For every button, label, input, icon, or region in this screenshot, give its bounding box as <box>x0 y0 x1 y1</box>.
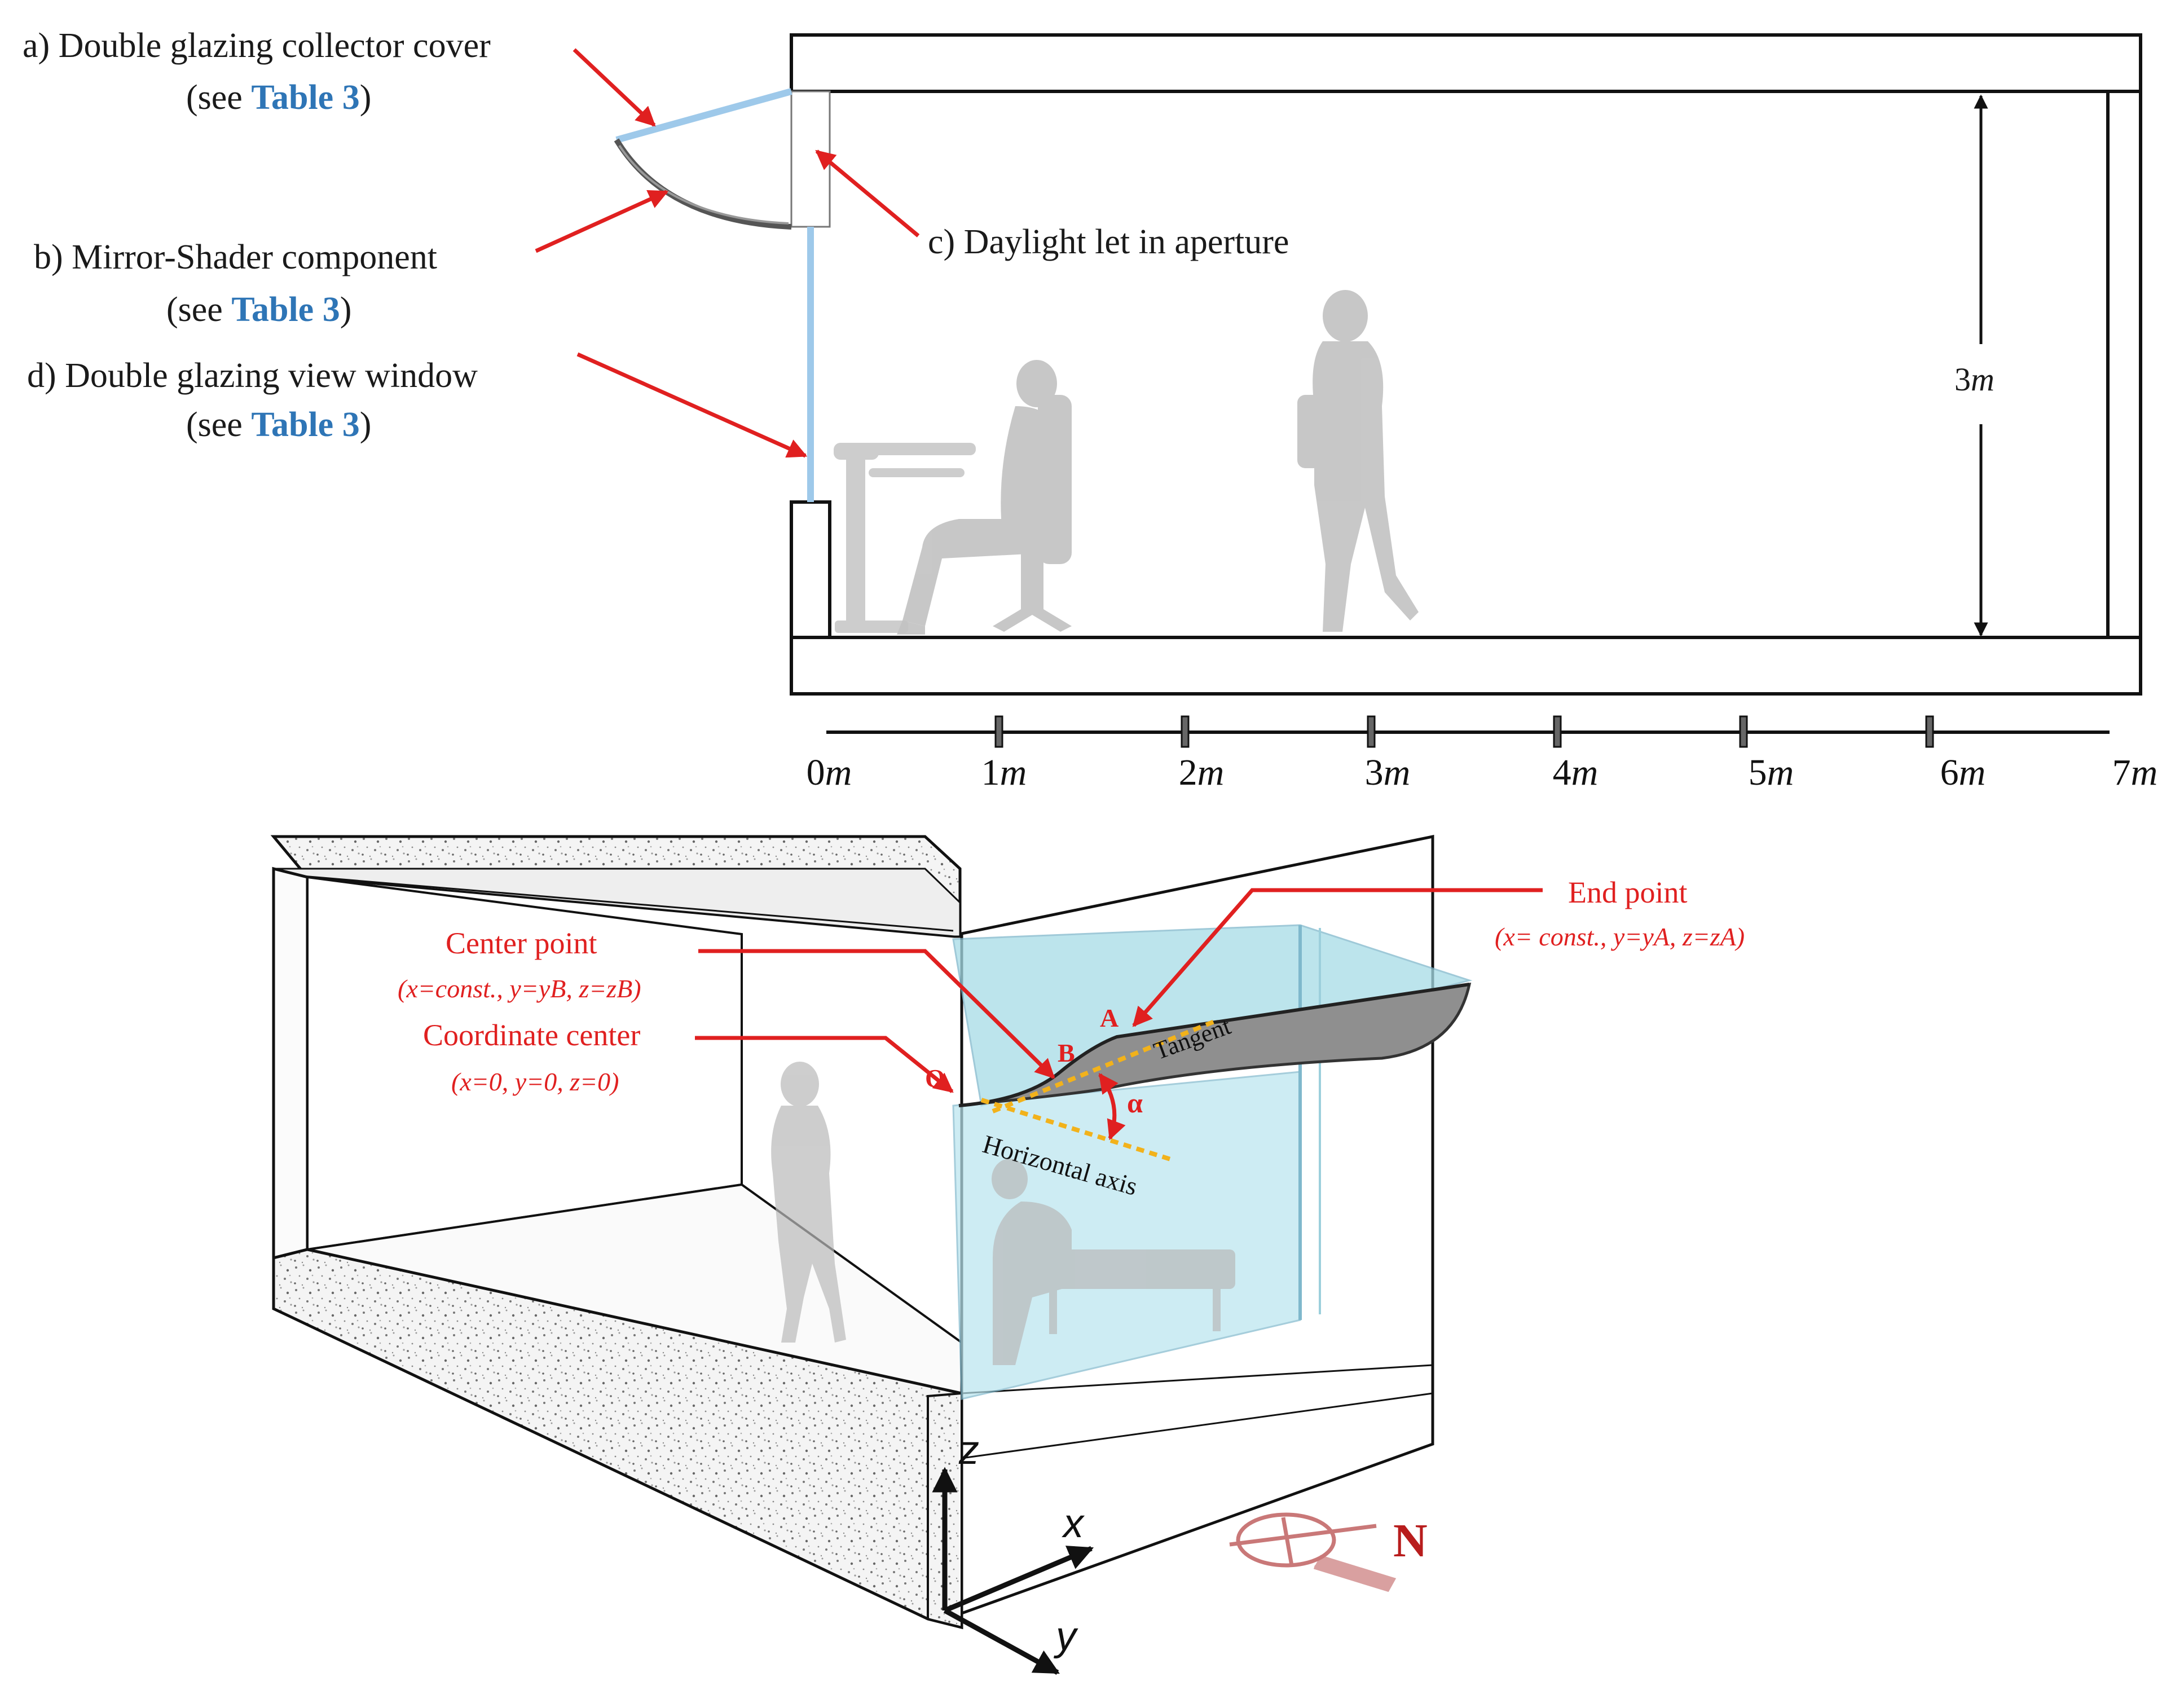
label-d-close: ) <box>359 406 372 444</box>
label-a-text: a) Double glazing collector cover <box>23 27 491 65</box>
label-d-text: d) Double glazing view window <box>27 357 478 395</box>
label-d-see: (see <box>186 406 252 444</box>
scale-unit-5: m <box>1767 752 1794 793</box>
scale-num-4: 4 <box>1552 752 1571 793</box>
scale-ticks <box>994 715 1934 748</box>
scale-unit-3: m <box>1383 752 1411 793</box>
desk-silhouette <box>834 443 976 633</box>
scale-num-2: 2 <box>1178 752 1197 793</box>
point-o-label: O <box>925 1064 945 1093</box>
scale-num-5: 5 <box>1748 752 1767 793</box>
arrow-center-point <box>698 949 1055 1079</box>
end-point-coords: (x= const., y=yA, z=zA) <box>1495 922 1745 951</box>
center-point-coords: (x=const., y=yB, z=zB) <box>398 974 641 1003</box>
perspective-view <box>270 834 1543 1675</box>
label-a: a) Double glazing collector cover <box>23 28 491 63</box>
standing-person-silhouette <box>1297 290 1419 632</box>
scale-unit-0: m <box>825 752 852 793</box>
scale-label-6: 6m <box>1940 751 1986 794</box>
scale-tick-1 <box>994 715 1003 748</box>
height-unit: m <box>1971 361 1994 398</box>
scale-label-5: 5m <box>1749 751 1794 794</box>
north-label: N <box>1393 1515 1428 1567</box>
label-b-see: (see <box>166 291 232 329</box>
label-a-see: (see <box>186 78 252 117</box>
scale-label-2: 2m <box>1179 751 1225 794</box>
label-d: d) Double glazing view window <box>27 358 478 393</box>
arrow-a <box>573 48 656 127</box>
scale-label-1: 1m <box>981 751 1027 794</box>
label-b-table-link[interactable]: Table 3 <box>231 291 340 329</box>
y-axis-label: y <box>1056 1614 1076 1659</box>
arrow-end-point <box>1132 888 1543 1027</box>
scale-num-0: 0 <box>806 752 825 793</box>
angle-alpha-label: α <box>1127 1087 1143 1119</box>
scale-num-6: 6 <box>1940 752 1959 793</box>
back-wall <box>2106 90 2142 639</box>
scale-unit-6: m <box>1958 752 1986 793</box>
height-num: 3 <box>1954 361 1971 398</box>
x-axis <box>944 1546 1094 1613</box>
height-dimension-label: 3m <box>1954 363 1994 396</box>
arrow-d <box>576 352 808 458</box>
point-b-label: B <box>1058 1038 1075 1067</box>
label-d-ref: (see Table 3) <box>186 407 371 442</box>
arrow-b <box>535 190 669 253</box>
scale-label-4: 4m <box>1553 751 1599 794</box>
scale-unit-4: m <box>1571 752 1599 793</box>
scale-num-3: 3 <box>1364 752 1384 793</box>
angle-arc <box>1098 1073 1126 1141</box>
interior-silhouettes <box>771 1062 1235 1365</box>
label-d-table-link[interactable]: Table 3 <box>251 406 360 444</box>
mirror-shader <box>614 138 792 230</box>
floor-slab <box>790 636 2142 696</box>
x-axis-label: x <box>1063 1501 1084 1546</box>
label-b-text: b) Mirror-Shader component <box>34 238 437 276</box>
coordinate-center-title: Coordinate center <box>423 1018 641 1052</box>
scale-label-7: 7m <box>2112 751 2158 794</box>
label-a-close: ) <box>359 78 372 117</box>
label-b-ref: (see Table 3) <box>166 292 351 327</box>
scale-label-0: 0m <box>807 751 852 794</box>
label-c: c) Daylight let in aperture <box>928 225 1289 259</box>
y-axis <box>943 1608 1060 1675</box>
section-view <box>535 33 2142 748</box>
scale-tick-4 <box>1553 715 1562 748</box>
label-b-close: ) <box>340 291 352 329</box>
scale-label-3: 3m <box>1365 751 1411 794</box>
left-wall <box>272 866 309 1260</box>
label-c-text: c) Daylight let in aperture <box>928 223 1289 261</box>
label-a-table-link[interactable]: Table 3 <box>251 78 360 117</box>
scale-unit-2: m <box>1197 752 1225 793</box>
label-b: b) Mirror-Shader component <box>34 240 437 275</box>
sill-wall <box>790 500 831 639</box>
seated-person-silhouette <box>897 360 1072 635</box>
north-compass-icon <box>1229 1512 1397 1592</box>
scale-tick-6 <box>1925 715 1934 748</box>
scale-num-1: 1 <box>981 752 1000 793</box>
arrow-coordinate-center <box>695 1036 954 1093</box>
scale-unit-7: m <box>2130 752 2158 793</box>
collector-cover-glass <box>615 88 792 143</box>
horizontal-axis-line <box>980 1098 1172 1161</box>
z-axis-label: z <box>959 1428 979 1473</box>
scale-tick-3 <box>1367 715 1376 748</box>
scale-unit-1: m <box>999 752 1027 793</box>
center-point-title: Center point <box>446 926 597 960</box>
scale-tick-5 <box>1739 715 1748 748</box>
arrow-c <box>815 149 920 237</box>
scale-tick-2 <box>1181 715 1190 748</box>
ceiling-slab <box>790 33 2142 93</box>
point-a-label: A <box>1100 1004 1119 1032</box>
label-a-ref: (see Table 3) <box>186 80 371 115</box>
end-point-title: End point <box>1568 875 1688 909</box>
coordinate-center-coords: (x=0, y=0, z=0) <box>451 1067 619 1096</box>
scale-num-7: 7 <box>2112 752 2131 793</box>
